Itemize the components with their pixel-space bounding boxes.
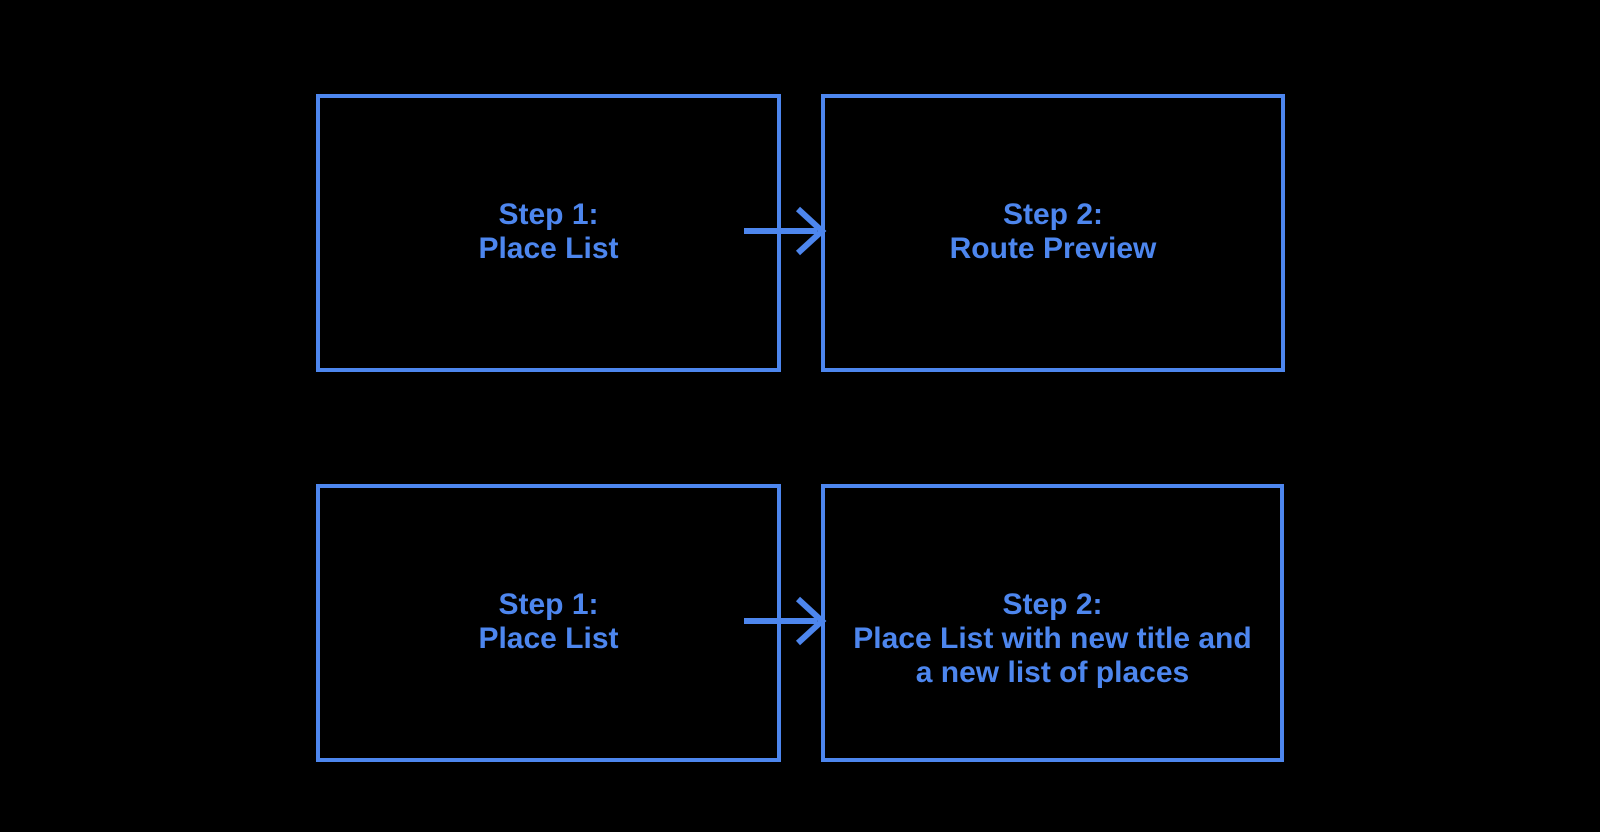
step-label-line: Step 2: [1002,198,1104,231]
step-label-line: Step 1: [498,588,599,621]
step-label-line: Step 2: [1002,588,1103,621]
flow2-step1-box: Step 1: Place List [316,484,781,762]
flow2-step2-label: Step 2: Place List with new title and a … [825,488,1280,690]
step-label-line: Place List with new title and [853,622,1252,655]
step-label-line: Place List [478,232,619,265]
flow1-step1-box: Step 1: Place List [316,94,781,372]
flow2-step1-label: Step 1: Place List [320,488,777,656]
flow1-step1-label: Step 1: Place List [320,98,777,266]
step-label-line: Step 1: [498,198,599,231]
arrow-right-icon [744,596,827,646]
arrow-right-icon [744,206,827,256]
flow1-step2-label: Step 2: Route Preview [825,98,1281,266]
flow2-step2-box: Step 2: Place List with new title and a … [821,484,1284,762]
step-label-line: Route Preview [949,232,1157,265]
step-label-line: a new list of places [915,656,1190,689]
step-label-line: Place List [478,622,619,655]
flow1-step2-box: Step 2: Route Preview [821,94,1285,372]
